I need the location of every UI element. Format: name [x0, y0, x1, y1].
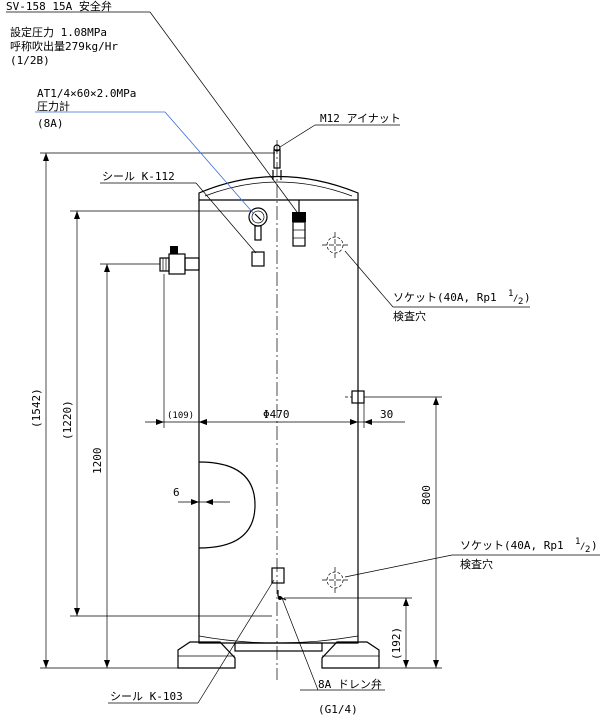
side-valve [159, 246, 200, 275]
eye-nut [272, 144, 282, 180]
tank-shell [198, 175, 359, 644]
socket-lower-close: ) [591, 539, 598, 552]
dimension-lines [40, 152, 442, 669]
annotation-text: SV-158 15A 安全弁 設定圧力 1.08MPa 呼称吹出量279kg/H… [6, 0, 598, 716]
socket-lower-label: ソケット(40A, Rp1 [460, 539, 564, 552]
socket-upper-frac-slash: / [513, 294, 518, 304]
dim-height-total: (1542) [30, 388, 43, 428]
socket-upper-close: ) [524, 291, 531, 304]
leader-lines [6, 11, 600, 704]
socket-lower-inspection: 検査穴 [460, 557, 493, 571]
socket-lower [322, 567, 348, 593]
gauge-title: 圧力計 [37, 99, 70, 113]
dim-offset-192: (192) [390, 627, 403, 660]
gauge-size: (8A) [37, 117, 64, 130]
socket-upper-inspection: 検査穴 [393, 309, 426, 323]
tank-body [198, 175, 359, 644]
safety-valve-label: SV-158 15A 安全弁 [6, 0, 112, 13]
base [177, 641, 380, 669]
safety-valve-capacity: 呼称吹出量279kg/Hr [10, 39, 118, 53]
socket-upper-frac-den: 2 [518, 297, 523, 307]
lower-head-seam [198, 635, 359, 644]
seal-top-label: シール K-112 [102, 170, 175, 183]
socket-upper-label: ソケット(40A, Rp1 [393, 291, 497, 304]
right-foot [321, 641, 380, 669]
safety-valve-size: (1/2B) [10, 54, 50, 67]
pressure-gauge [248, 207, 268, 267]
socket-lower-frac-slash: / [580, 542, 585, 552]
dim-wall-6: 6 [173, 486, 180, 499]
drain-size: (G1/4) [318, 703, 358, 716]
left-foot [177, 641, 236, 669]
drain-valve [271, 567, 287, 601]
seal-bottom-label: シール K-103 [110, 690, 183, 703]
dim-height-mid: (1220) [61, 400, 74, 440]
gauge-seal [251, 251, 265, 267]
dim-offset-109: (109) [167, 411, 194, 421]
dim-diameter: Φ470 [263, 408, 290, 421]
dim-height-800: 800 [420, 485, 433, 505]
gauge-label: AT1/4×60×2.0MPa [37, 87, 136, 100]
eye-nut-label: M12 アイナット [320, 112, 401, 125]
socket-lower-frac-den: 2 [585, 545, 590, 555]
manhole-cover [198, 461, 256, 549]
socket-upper [322, 232, 348, 258]
safety-valve-pressure: 設定圧力 1.08MPa [10, 25, 107, 39]
upper-head-inner [204, 181, 353, 197]
dim-height-1200: 1200 [91, 448, 104, 475]
dim-offset-30: 30 [380, 408, 393, 421]
base-skirt [234, 642, 323, 652]
socket-upper-frac-num: 1 [508, 289, 513, 299]
drain-label: 8A ドレン弁 [318, 677, 382, 691]
safety-valve [292, 200, 306, 247]
socket-lower-frac-num: 1 [575, 537, 580, 547]
